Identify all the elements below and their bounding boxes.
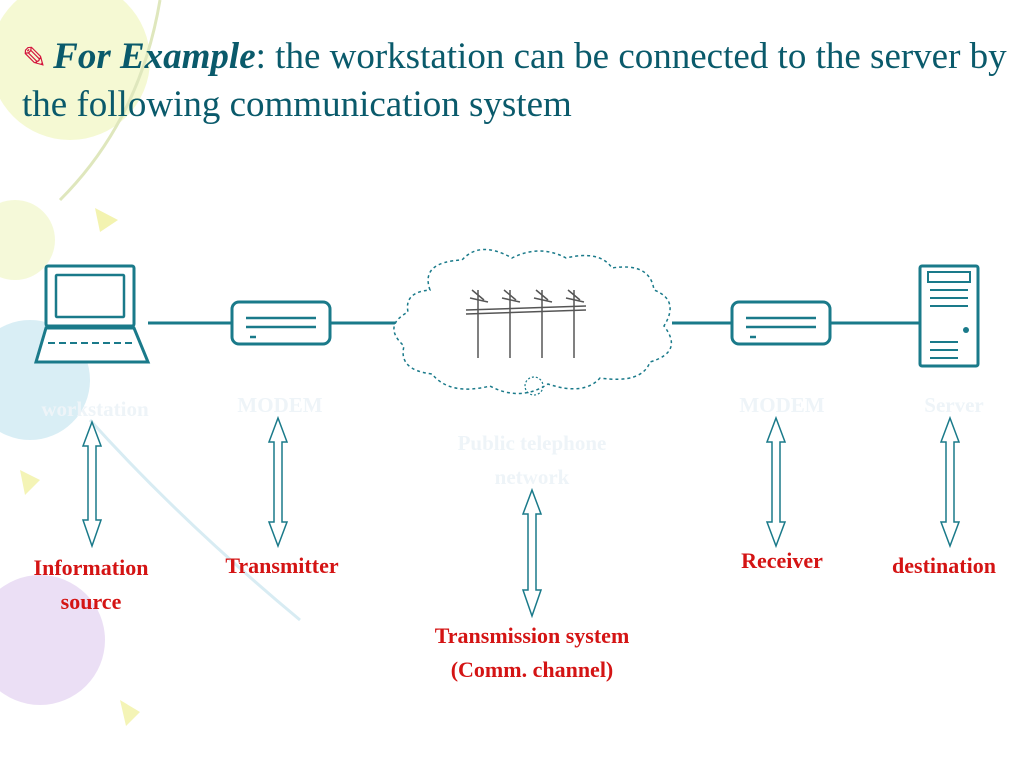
slide-title: ✎For Example: the workstation can be con… <box>22 34 1012 128</box>
workstation-laptop-icon <box>33 264 151 364</box>
server-label: Server <box>924 393 984 417</box>
information-source-label-line2: source <box>60 589 122 614</box>
title-emphasis: For Example <box>53 36 256 77</box>
server-tower-icon <box>918 264 980 368</box>
destination-label: destination <box>892 553 996 578</box>
title-text: : the workstation can be connected to th… <box>22 36 1007 125</box>
transmitter-label: Transmitter <box>225 553 339 578</box>
arrow-modem-left <box>267 415 289 549</box>
modem-left-label: MODEM <box>237 393 323 417</box>
arrows <box>81 415 961 619</box>
arrow-network <box>521 487 543 619</box>
arrow-server <box>939 415 961 549</box>
network-label-line1: Public telephone <box>457 431 607 455</box>
modem-right-icon <box>730 300 832 346</box>
arrow-workstation <box>81 419 103 549</box>
workstation-label: workstation <box>41 397 149 421</box>
modem-left-icon <box>230 300 332 346</box>
transmission-system-label-line1: Transmission system <box>434 623 630 648</box>
network-label-line2: network <box>494 465 570 489</box>
pencil-icon: ✎ <box>22 42 48 75</box>
modem-right-label: MODEM <box>739 393 825 417</box>
transmission-system-label-line2: (Comm. channel) <box>450 657 614 682</box>
arrow-modem-right <box>765 415 787 549</box>
receiver-label: Receiver <box>741 548 823 573</box>
public-network-cloud-icon <box>393 248 673 396</box>
information-source-label-line1: Information <box>33 555 149 580</box>
